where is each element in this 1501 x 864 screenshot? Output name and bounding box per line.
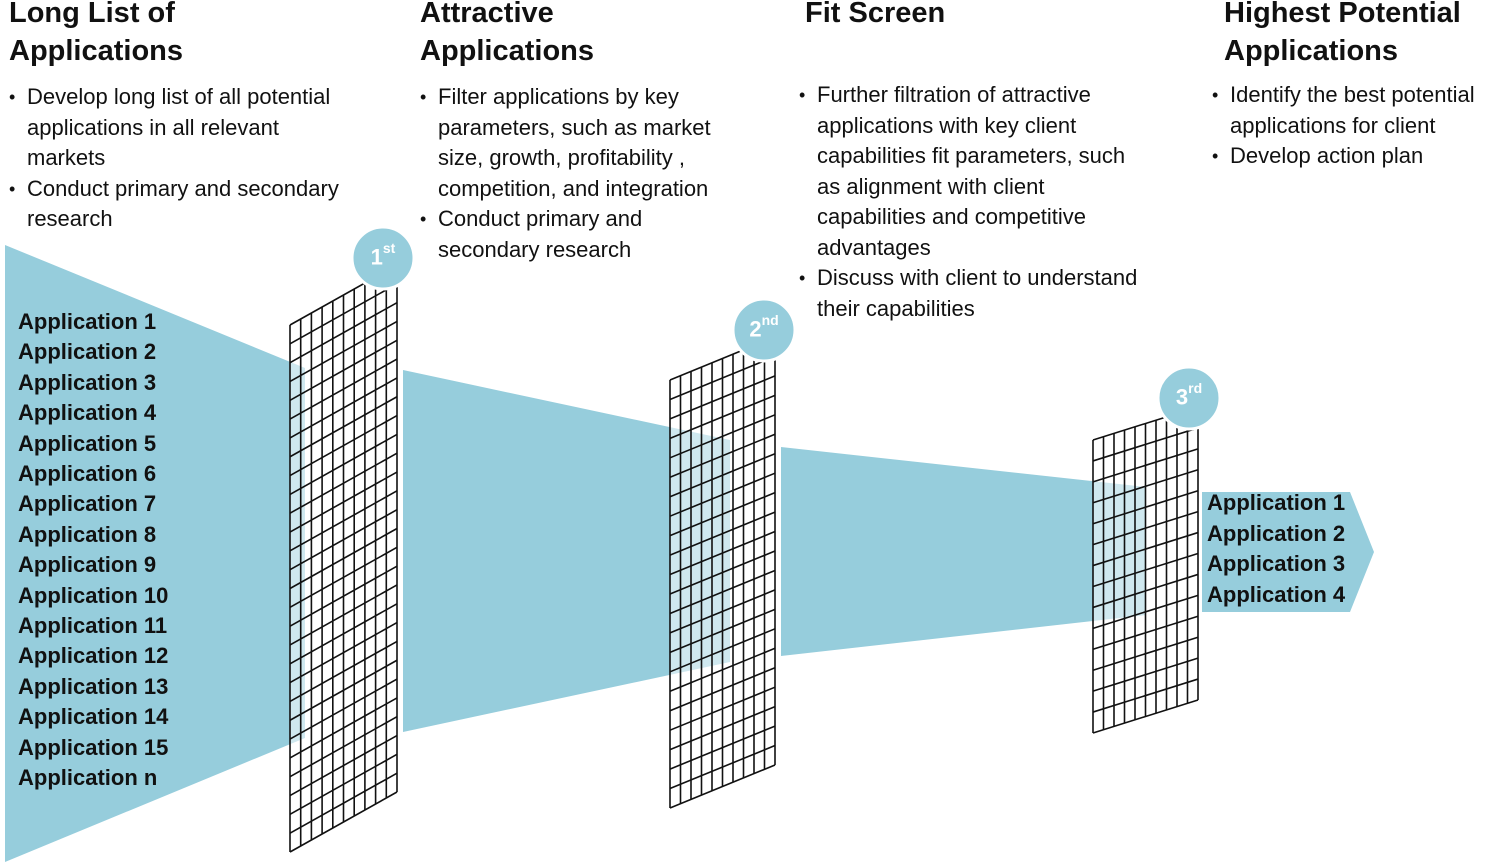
stage-2-bullets: Filter applications by key parameters, s…: [420, 82, 730, 265]
stage-2-bullet-1: Filter applications by key parameters, s…: [420, 82, 730, 204]
stage-2-bullet-2: Conduct primary and secondary research: [420, 204, 730, 265]
list-item: Application 2: [18, 339, 157, 365]
list-item: Application 9: [18, 552, 157, 578]
stage-3-bullets: Further filtration of attractive applica…: [799, 80, 1144, 324]
list-item: Application 12: [18, 643, 169, 669]
list-item: Application 7: [18, 491, 157, 517]
filter-badge-3: [1156, 365, 1222, 431]
list-item: Application 14: [18, 704, 169, 730]
stage-4-title-line2: Applications: [1224, 35, 1399, 67]
long-application-list: Application 1 Application 2 Application …: [18, 307, 168, 794]
stage-1-bullets: Develop long list of all potential appli…: [9, 82, 339, 235]
filter-badge-2-number: 2: [749, 316, 762, 342]
stage-1-bullet-1: Develop long list of all potential appli…: [9, 82, 339, 174]
list-item: Application 3: [1207, 551, 1346, 577]
list-item: Application 4: [1207, 581, 1346, 607]
filter-badge-2: [731, 297, 797, 363]
list-item: Application 3: [18, 369, 157, 395]
filter-badge-1-label: 1st: [352, 240, 414, 270]
list-item: Application 15: [18, 734, 169, 760]
stage-3-bullet-1: Further filtration of attractive applica…: [799, 80, 1144, 263]
list-item: Application 11: [18, 613, 168, 639]
filter-badge-2-label: 2nd: [733, 312, 795, 342]
stage-3-bullet-2: Discuss with client to understand their …: [799, 263, 1144, 324]
final-application-list: Application 1 Application 2 Application …: [1207, 488, 1345, 610]
list-item: Application 13: [18, 673, 169, 699]
list-item: Application 4: [18, 400, 157, 426]
filter-badge-3-suffix: rd: [1188, 380, 1203, 396]
stage-1-title: Long List of Applications: [9, 0, 183, 70]
stage-4-title: Highest Potential Applications: [1224, 0, 1461, 70]
filter-badge-3-label: 3rd: [1158, 380, 1220, 410]
stage-4-title-line1: Highest Potential: [1224, 0, 1461, 29]
list-item: Application n: [18, 765, 158, 791]
funnel-segment-1: [5, 245, 305, 862]
output-arrow: [1202, 492, 1374, 612]
stage-4-bullet-1: Identify the best potential applications…: [1212, 80, 1501, 141]
list-item: Application 1: [18, 309, 157, 334]
stage-4-bullets: Identify the best potential applications…: [1212, 80, 1501, 172]
list-item: Application 5: [18, 430, 157, 456]
filter-grid-1: [289, 264, 398, 853]
filter-grid-3: [1092, 406, 1199, 734]
list-item: Application 8: [18, 521, 157, 547]
filter-badge-2-suffix: nd: [761, 312, 779, 328]
filter-badge-1: [350, 225, 416, 291]
stage-4-bullet-2: Develop action plan: [1212, 141, 1501, 172]
stage-1-bullet-2: Conduct primary and secondary research: [9, 174, 339, 235]
stage-2-title-line1: Attractive: [420, 0, 554, 29]
filter-badge-1-number: 1: [370, 244, 383, 270]
stage-3-title-line1: Fit Screen: [805, 0, 946, 29]
list-item: Application 10: [18, 582, 169, 608]
stage-2-title-line2: Applications: [420, 35, 595, 67]
list-item: Application 1: [1207, 490, 1346, 515]
list-item: Application 2: [1207, 520, 1346, 546]
list-item: Application 6: [18, 461, 157, 487]
funnel-segment-2: [403, 370, 730, 732]
filter-badge-1-suffix: st: [382, 240, 396, 256]
stage-1-title-line2: Applications: [9, 35, 184, 67]
stage-2-title: Attractive Applications: [420, 0, 594, 70]
stage-3-title: Fit Screen: [805, 0, 945, 32]
funnel-segment-3: [781, 447, 1146, 656]
filter-grid-2: [669, 336, 776, 809]
filter-badge-3-number: 3: [1175, 384, 1189, 410]
stage-1-title-line1: Long List of: [9, 0, 175, 29]
